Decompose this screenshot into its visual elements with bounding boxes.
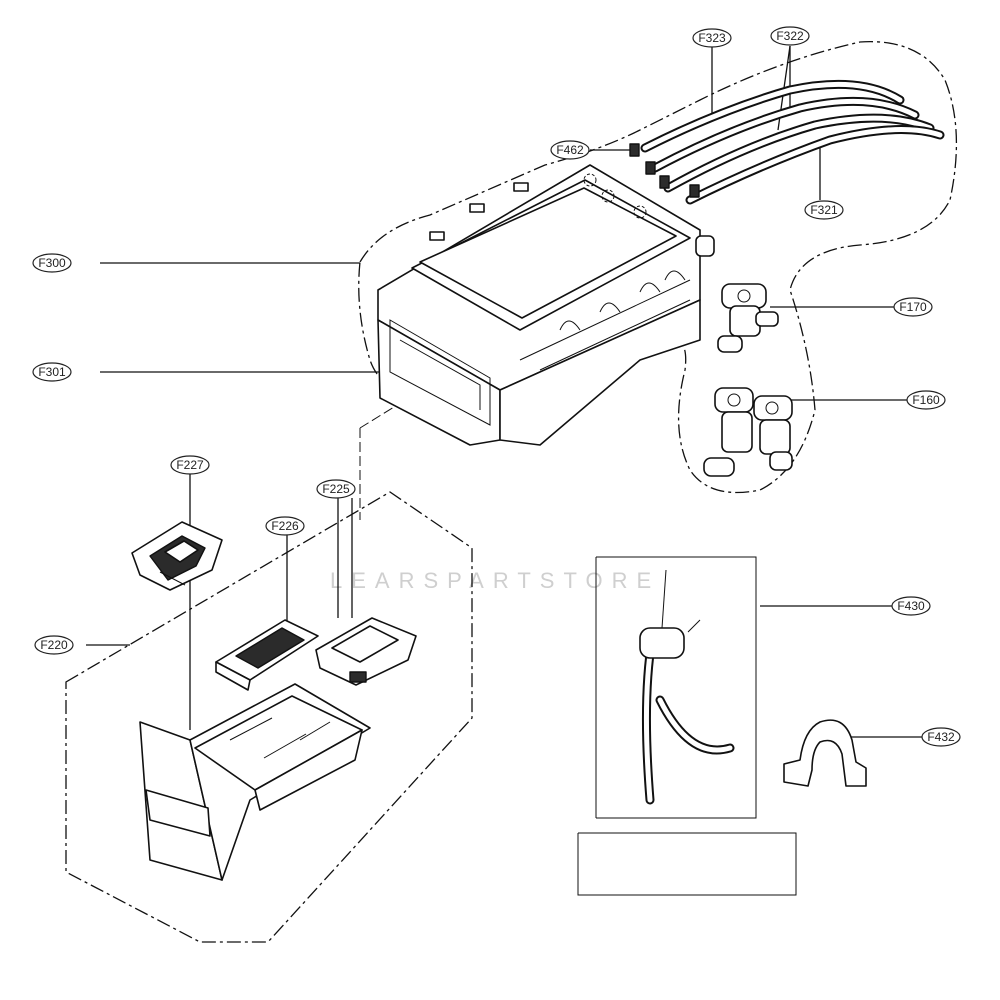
hose-clamps [629, 143, 700, 198]
callout-f170: F170 [893, 297, 933, 317]
callout-f321: F321 [804, 200, 844, 220]
callout-label: F225 [322, 482, 350, 496]
softener-cap [215, 619, 319, 691]
dispenser-housing [377, 164, 715, 446]
drain-hose-assembly [577, 556, 797, 896]
callout-label: F462 [556, 143, 584, 157]
water-valve-double [703, 387, 793, 477]
callout-f432: F432 [921, 727, 961, 747]
callout-f220: F220 [34, 635, 74, 655]
callout-f227: F227 [170, 455, 210, 475]
callout-label: F170 [899, 300, 927, 314]
callout-f323: F323 [692, 28, 732, 48]
callout-label: F323 [698, 31, 726, 45]
dispenser-drawer [139, 683, 371, 881]
callout-label: F322 [776, 29, 804, 43]
callout-f226: F226 [265, 516, 305, 536]
callout-f322: F322 [770, 26, 810, 46]
callout-f225: F225 [316, 479, 356, 499]
callout-f430: F430 [891, 596, 931, 616]
water-valve-single [717, 283, 779, 353]
callout-f301: F301 [32, 362, 72, 382]
callout-label: F430 [897, 599, 925, 613]
detergent-cap [131, 521, 223, 591]
callout-f300: F300 [32, 253, 72, 273]
hose-guide [783, 719, 867, 787]
callout-label: F226 [271, 519, 299, 533]
callout-label: F301 [38, 365, 66, 379]
callout-label: F321 [810, 203, 838, 217]
callout-label: F160 [912, 393, 940, 407]
bleach-cap [315, 617, 417, 686]
callout-label: F300 [38, 256, 66, 270]
callout-f160: F160 [906, 390, 946, 410]
callout-label: F432 [927, 730, 955, 744]
callout-label: F220 [40, 638, 68, 652]
callout-label: F227 [176, 458, 204, 472]
inlet-hoses [640, 79, 945, 205]
callout-f462: F462 [550, 140, 590, 160]
watermark-text: LEARSPARTSTORE [330, 568, 660, 593]
